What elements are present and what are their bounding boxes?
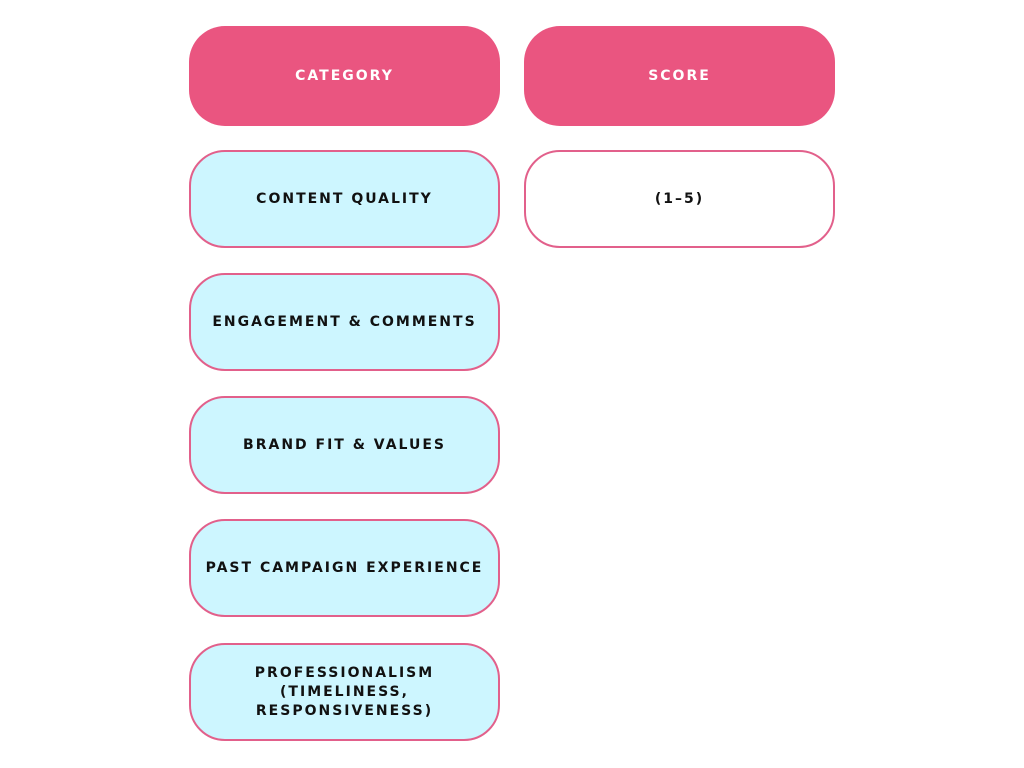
- row-content-quality: CONTENT QUALITY: [189, 150, 500, 248]
- category-label: PROFESSIONALISM (TIMELINESS, RESPONSIVEN…: [254, 664, 435, 719]
- score-range-cell: (1–5): [524, 150, 835, 248]
- row-past-campaign-experience: PAST CAMPAIGN EXPERIENCE: [189, 519, 500, 617]
- score-range-label: (1–5): [654, 190, 705, 207]
- row-engagement-comments: ENGAGEMENT & COMMENTS: [189, 273, 500, 371]
- header-category-label: CATEGORY: [295, 67, 394, 84]
- row-professionalism: PROFESSIONALISM (TIMELINESS, RESPONSIVEN…: [189, 643, 500, 741]
- category-label: CONTENT QUALITY: [256, 190, 433, 207]
- header-score-label: SCORE: [648, 67, 711, 84]
- row-brand-fit-values: BRAND FIT & VALUES: [189, 396, 500, 494]
- header-score: SCORE: [524, 26, 835, 126]
- category-label: PAST CAMPAIGN EXPERIENCE: [205, 559, 484, 576]
- category-label: ENGAGEMENT & COMMENTS: [212, 313, 477, 330]
- category-label: BRAND FIT & VALUES: [243, 436, 446, 453]
- header-category: CATEGORY: [189, 26, 500, 126]
